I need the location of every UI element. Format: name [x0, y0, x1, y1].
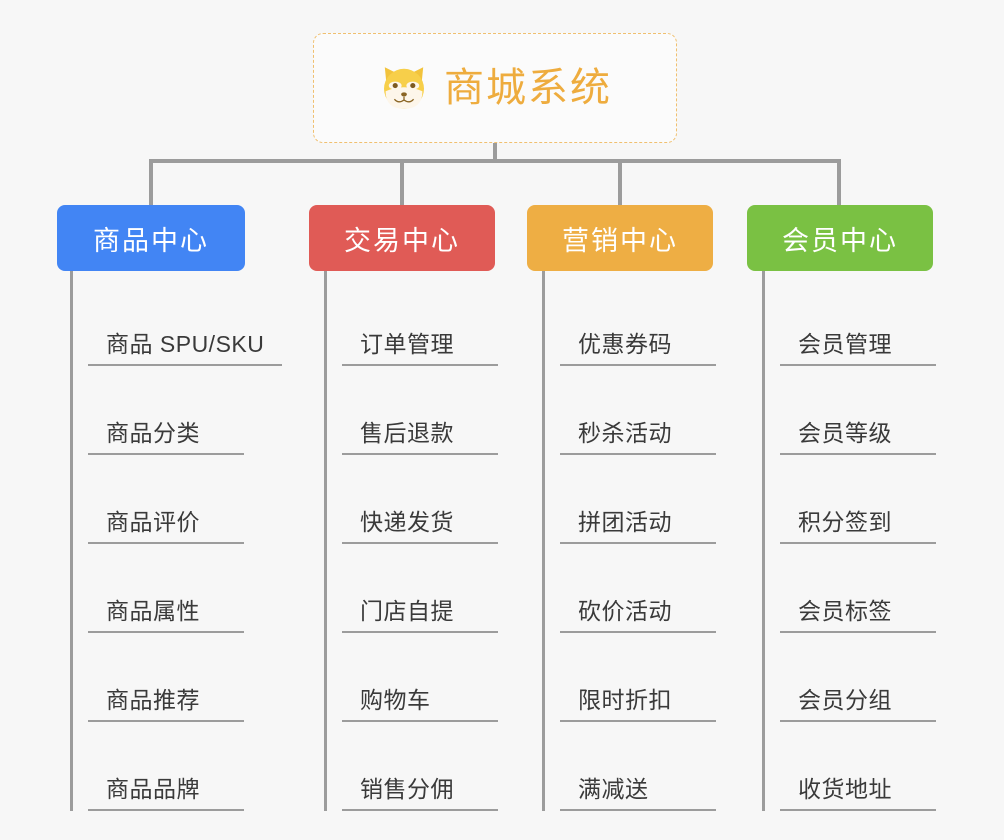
leaf-item[interactable]: 秒杀活动	[542, 366, 742, 455]
leaf-label: 砍价活动	[578, 598, 672, 625]
leaf-label: 商品品牌	[106, 776, 200, 803]
leaf-label: 满减送	[578, 776, 649, 803]
leaf-label: 售后退款	[360, 420, 454, 447]
leaf-item[interactable]: 拼团活动	[542, 455, 742, 544]
branch-column-1: 交易中心 订单管理 售后退款 快递发货 门店自提 购物车 销售分佣	[309, 205, 524, 811]
leaf-item[interactable]: 商品评价	[70, 455, 285, 544]
leaf-list-3: 会员管理 会员等级 积分签到 会员标签 会员分组 收货地址	[762, 271, 962, 811]
leaf-item[interactable]: 快递发货	[324, 455, 524, 544]
leaf-item[interactable]: 会员分组	[762, 633, 962, 722]
leaf-label: 会员标签	[798, 598, 892, 625]
leaf-label: 购物车	[360, 687, 431, 714]
branch-column-3: 会员中心 会员管理 会员等级 积分签到 会员标签 会员分组 收货地址	[747, 205, 962, 811]
leaf-label: 会员等级	[798, 420, 892, 447]
leaf-label: 积分签到	[798, 509, 892, 536]
leaf-item[interactable]: 会员等级	[762, 366, 962, 455]
leaf-label: 订单管理	[360, 331, 454, 358]
branch-header-0[interactable]: 商品中心	[57, 205, 245, 271]
leaf-item[interactable]: 会员标签	[762, 544, 962, 633]
leaf-item[interactable]: 收货地址	[762, 722, 962, 811]
leaf-label: 商品 SPU/SKU	[106, 331, 265, 358]
leaf-label: 优惠券码	[578, 331, 672, 358]
leaf-item[interactable]: 满减送	[542, 722, 742, 811]
leaf-item[interactable]: 砍价活动	[542, 544, 742, 633]
leaf-item[interactable]: 销售分佣	[324, 722, 524, 811]
branch-header-2[interactable]: 营销中心	[527, 205, 713, 271]
leaf-item[interactable]: 商品属性	[70, 544, 285, 633]
branch-column-0: 商品中心 商品 SPU/SKU 商品分类 商品评价 商品属性 商品推荐 商品品牌	[57, 205, 285, 811]
leaf-label: 商品推荐	[106, 687, 200, 714]
leaf-label: 会员分组	[798, 687, 892, 714]
leaf-item[interactable]: 商品分类	[70, 366, 285, 455]
leaf-label: 商品属性	[106, 598, 200, 625]
leaf-label: 收货地址	[798, 776, 892, 803]
leaf-list-2: 优惠券码 秒杀活动 拼团活动 砍价活动 限时折扣 满减送	[542, 271, 742, 811]
leaf-item[interactable]: 商品 SPU/SKU	[70, 277, 285, 366]
leaf-label: 门店自提	[360, 598, 454, 625]
leaf-item[interactable]: 门店自提	[324, 544, 524, 633]
leaf-item[interactable]: 售后退款	[324, 366, 524, 455]
root-title: 商城系统	[444, 66, 612, 110]
leaf-label: 商品分类	[106, 420, 200, 447]
leaf-item[interactable]: 商品品牌	[70, 722, 285, 811]
leaf-list-1: 订单管理 售后退款 快递发货 门店自提 购物车 销售分佣	[324, 271, 524, 811]
leaf-item[interactable]: 积分签到	[762, 455, 962, 544]
leaf-label: 限时折扣	[578, 687, 672, 714]
leaf-label: 拼团活动	[578, 509, 672, 536]
shiba-dog-face-icon	[384, 67, 424, 109]
leaf-label: 销售分佣	[360, 776, 454, 803]
leaf-label: 快递发货	[360, 509, 454, 536]
leaf-label: 秒杀活动	[578, 420, 672, 447]
leaf-item[interactable]: 优惠券码	[542, 277, 742, 366]
branch-header-3[interactable]: 会员中心	[747, 205, 933, 271]
leaf-item[interactable]: 订单管理	[324, 277, 524, 366]
root-node[interactable]: 商城系统	[313, 33, 677, 143]
leaf-item[interactable]: 购物车	[324, 633, 524, 722]
leaf-item[interactable]: 商品推荐	[70, 633, 285, 722]
leaf-label: 商品评价	[106, 509, 200, 536]
branch-header-1[interactable]: 交易中心	[309, 205, 495, 271]
leaf-item[interactable]: 会员管理	[762, 277, 962, 366]
branch-column-2: 营销中心 优惠券码 秒杀活动 拼团活动 砍价活动 限时折扣 满减送	[527, 205, 742, 811]
leaf-label: 会员管理	[798, 331, 892, 358]
leaf-list-0: 商品 SPU/SKU 商品分类 商品评价 商品属性 商品推荐 商品品牌	[70, 271, 285, 811]
leaf-item[interactable]: 限时折扣	[542, 633, 742, 722]
